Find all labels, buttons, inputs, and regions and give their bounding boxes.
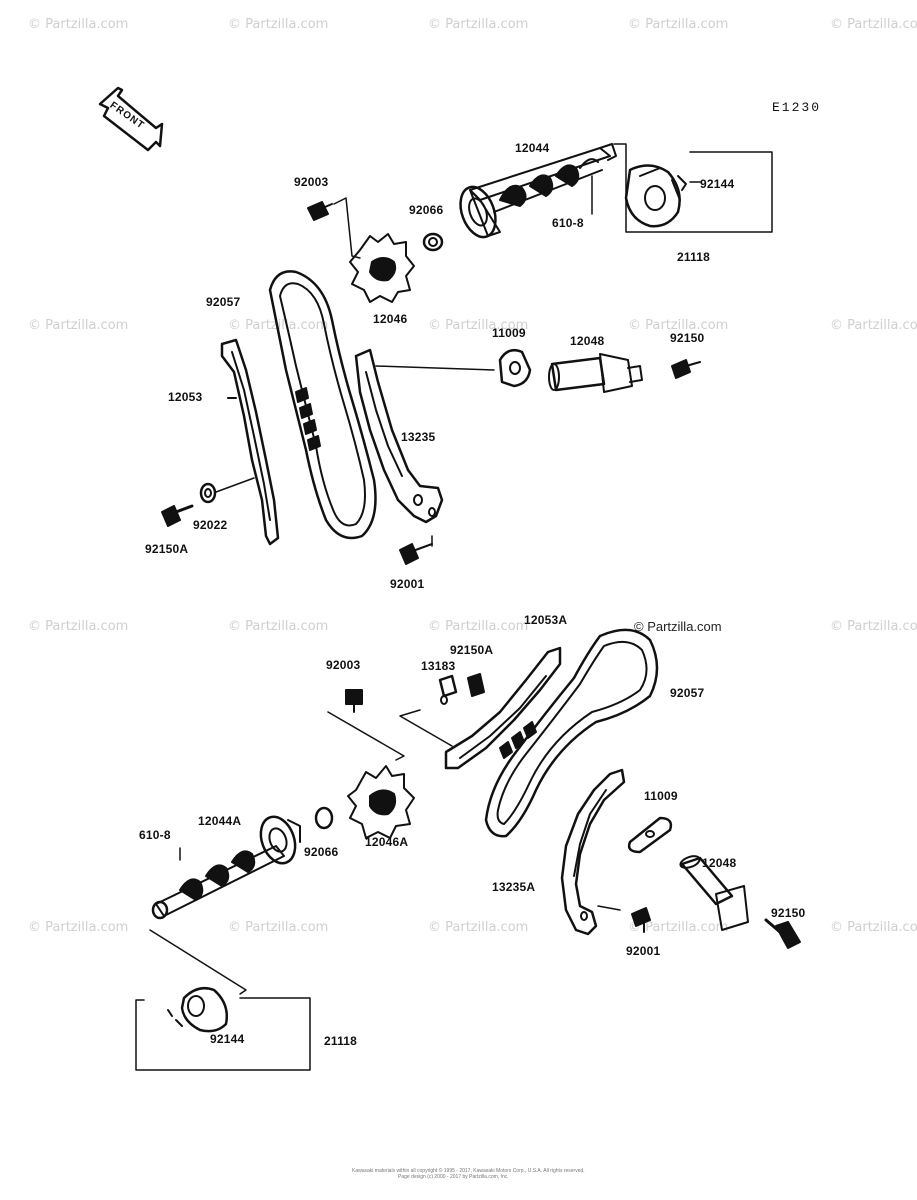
watermark-text: © Partzilla.com: [628, 17, 729, 32]
camshaft-12044A: [151, 815, 301, 920]
part-label-12053A: 12053A: [524, 613, 568, 627]
tensioner-12048-bottom: [679, 855, 749, 931]
bolt-92001-bottom: [631, 907, 651, 933]
gasket-11009-top: [498, 349, 532, 388]
part-label-11009-bottom: 11009: [644, 789, 678, 803]
bolt-92001-top: [399, 543, 433, 565]
watermark-text: © Partzilla.com: [228, 920, 329, 935]
part-label-92150-bottom: 92150: [771, 906, 806, 920]
bolt-92150A-top: [161, 504, 194, 527]
nut-92066-top: [422, 232, 444, 252]
cam-chain-92057-top: [268, 270, 377, 540]
part-label-610-8-bottom: 610-8: [139, 828, 171, 842]
copyright-line-1: Kawasaki materials within all copyright …: [352, 1168, 585, 1174]
watermark-text: © Partzilla.com: [830, 17, 917, 32]
part-label-92066-top: 92066: [409, 203, 444, 217]
watermark-text: © Partzilla.com: [830, 318, 917, 333]
part-label-92150A-top: 92150A: [145, 542, 189, 556]
chain-guide-12053A: [444, 646, 562, 770]
part-label-12044A: 12044A: [198, 814, 242, 828]
watermark-text: © Partzilla.com: [830, 920, 917, 935]
sprocket-12046A: [347, 765, 415, 839]
tensioner-12048-top: [548, 353, 643, 393]
bolt-92150A-bottom: [467, 673, 485, 697]
partzilla-mark: © Partzilla.com: [634, 619, 722, 634]
part-label-12046: 12046: [373, 312, 408, 326]
watermark-text: © Partzilla.com: [28, 318, 129, 333]
part-label-13235: 13235: [401, 430, 436, 444]
tensioner-guide-13235A: [560, 768, 626, 936]
part-label-13183: 13183: [421, 659, 456, 673]
diagram-code: E1230: [772, 100, 822, 115]
part-label-92001-bottom: 92001: [626, 944, 661, 958]
part-label-12053: 12053: [168, 390, 203, 404]
tensioner-guide-13235: [354, 348, 444, 524]
part-label-92022: 92022: [193, 518, 228, 532]
part-label-92057-bottom: 92057: [670, 686, 705, 700]
watermark-text: © Partzilla.com: [830, 619, 917, 634]
part-label-92003-bottom: 92003: [326, 658, 361, 672]
front-arrow-icon: [98, 86, 164, 152]
watermark-text: © Partzilla.com: [628, 920, 729, 935]
watermark-text: © Partzilla.com: [228, 17, 329, 32]
part-label-92150A-bottom: 92150A: [450, 643, 494, 657]
gasket-11009-bottom: [627, 816, 673, 854]
copyright-line-2: Page design (c) 2000 - 2017 by Partzilla…: [398, 1174, 509, 1180]
cover-21118-top: [624, 164, 687, 228]
watermark-text: © Partzilla.com: [28, 920, 129, 935]
watermark-text: © Partzilla.com: [228, 619, 329, 634]
part-label-610-8-top: 610-8: [552, 216, 584, 230]
cam-chain-92057-bottom: [484, 628, 659, 838]
watermark-text: © Partzilla.com: [428, 318, 529, 333]
bolt-92150-top: [671, 359, 701, 379]
part-label-21118-top: 21118: [677, 250, 711, 264]
part-label-12046A: 12046A: [365, 835, 409, 849]
part-label-92150-top: 92150: [670, 331, 705, 345]
sprocket-12046: [349, 233, 415, 303]
part-label-11009-top: 11009: [492, 326, 526, 340]
part-label-92144-bottom: 92144: [210, 1032, 245, 1046]
part-label-21118-bottom: 21118: [324, 1034, 358, 1048]
watermark-text: © Partzilla.com: [428, 17, 529, 32]
clip-13183: [438, 674, 458, 705]
part-label-12048-top: 12048: [570, 334, 605, 348]
washer-92022: [199, 482, 217, 504]
watermark-text: © Partzilla.com: [28, 17, 129, 32]
part-label-92057-top: 92057: [206, 295, 241, 309]
nut-92066-bottom: [314, 806, 334, 830]
bolt-92003-top: [307, 201, 333, 221]
chain-guide-12053: [220, 338, 280, 546]
part-label-12048-bottom: 12048: [702, 856, 737, 870]
watermark-text: © Partzilla.com: [428, 920, 529, 935]
part-label-92003-top: 92003: [294, 175, 329, 189]
part-label-92001-top: 92001: [390, 577, 425, 591]
camshaft-12044: [459, 143, 617, 239]
watermark-text: © Partzilla.com: [628, 318, 729, 333]
watermark-text: © Partzilla.com: [28, 619, 129, 634]
part-label-13235A: 13235A: [492, 880, 536, 894]
bolt-92150-bottom: [764, 918, 801, 949]
bolt-92003-bottom: [345, 689, 363, 713]
cover-21118-bottom: [180, 987, 228, 1033]
part-label-12044: 12044: [515, 141, 550, 155]
part-label-92066-bottom: 92066: [304, 845, 339, 859]
part-label-92144-top: 92144: [700, 177, 735, 191]
watermark-text: © Partzilla.com: [428, 619, 529, 634]
